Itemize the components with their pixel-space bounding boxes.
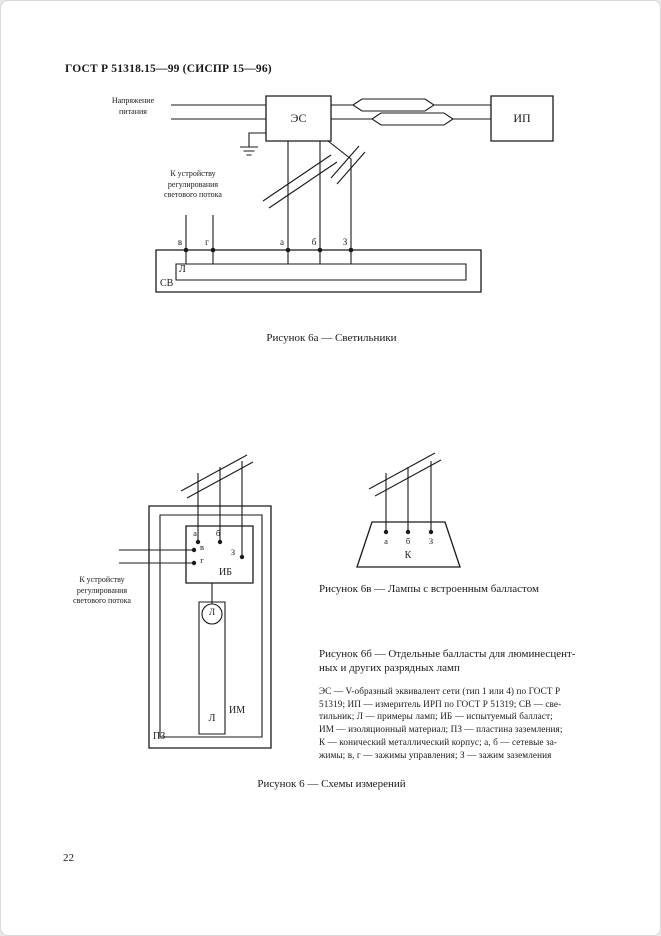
figure-6b-caption-line1: Рисунок 6б — Отдельные балласты для люми… <box>319 648 576 660</box>
ip-box <box>491 96 553 141</box>
conical-body <box>357 522 460 567</box>
fig6a-diagram <box>156 96 553 292</box>
terminal-dots <box>183 247 354 253</box>
figure-legend: ЭС — V-образный эквивалент сети (тип 1 и… <box>319 685 605 761</box>
terminal-label-b: б <box>311 237 317 247</box>
terminal-label-z: З <box>342 237 348 247</box>
terminal-label-g: г <box>205 237 209 247</box>
legend-line: 51319; ИП — измеритель ИРП по ГОСТ Р 513… <box>319 698 562 709</box>
legend-line: жимы; в, г — зажимы управления; З — зажи… <box>319 749 552 760</box>
page-number: 22 <box>63 852 74 864</box>
im-box <box>160 515 262 737</box>
cable-break-marks <box>181 455 253 498</box>
supply-voltage-label-line2: питания <box>119 107 147 116</box>
legend-line: ИМ — изоляционный материал; ПЗ — пластин… <box>319 724 563 735</box>
terminal-dots <box>383 529 434 535</box>
ib-box <box>186 526 253 583</box>
legend-line: ЭС — V-образный эквивалент сети (тип 1 и… <box>319 686 561 696</box>
sv-box <box>156 250 481 292</box>
lamp-holder-label: Л <box>208 607 216 617</box>
k-body-label: К <box>404 550 412 561</box>
regulator-note-6a: К устройству регулирования светового пот… <box>151 169 235 201</box>
regulator-note-line2: регулирования <box>167 179 219 189</box>
cable-symbol <box>353 99 434 111</box>
figure-6-caption: Рисунок 6 — Схемы измерений <box>257 778 406 790</box>
legend-line: К — конический металлический корпус; а, … <box>319 736 558 747</box>
cable-break-marks <box>369 453 441 496</box>
ip-box-label: ИП <box>513 111 531 125</box>
terminal-label-a: а <box>193 528 197 538</box>
lamp-tube <box>199 602 225 734</box>
supply-voltage-label-line1: Напряжение <box>111 96 155 105</box>
wire <box>328 141 351 250</box>
regulator-note-line2: регулирования <box>76 585 128 595</box>
ground-icon <box>240 133 266 155</box>
terminal-dots <box>191 539 245 566</box>
terminal-label-b: б <box>215 528 221 538</box>
terminal-label-a: а <box>280 237 284 247</box>
lamp-label-6a: Л <box>179 264 186 275</box>
ib-box-label: ИБ <box>219 567 232 578</box>
figure-6v-caption: Рисунок 6в — Лампы с встроенным балласто… <box>319 583 539 595</box>
regulator-note-line1: К устройству <box>170 169 216 178</box>
terminal-label-v: в <box>177 237 183 247</box>
regulator-note-line3: светового потока <box>164 190 222 199</box>
legend-line: тильник; Л — примеры ламп; ИБ — испытуем… <box>319 711 553 722</box>
terminal-label-b: б <box>405 536 411 546</box>
fig6b-diagram <box>119 455 271 748</box>
terminal-label-z: З <box>428 536 434 546</box>
sv-box-label: СВ <box>160 278 174 289</box>
terminal-label-z: З <box>230 547 236 557</box>
terminal-label-a: а <box>384 536 388 546</box>
pz-box <box>149 506 271 748</box>
lamp-holder-circle <box>202 604 222 624</box>
lamp-tube-label: Л <box>208 713 216 724</box>
fig6v-diagram <box>357 453 460 567</box>
lamp-rect <box>176 264 466 280</box>
terminal-label-v: в <box>199 542 204 552</box>
terminal-label-g: г <box>200 555 204 565</box>
pz-box-label: ПЗ <box>153 731 166 742</box>
regulator-note-6b: К устройству регулирования светового пот… <box>59 575 145 607</box>
es-box-label: ЭС <box>290 111 307 125</box>
cable-symbol <box>372 113 453 125</box>
regulator-note-line1: К устройству <box>79 575 125 584</box>
figure-6b-caption-line2: ных и других разрядных ламп <box>319 662 460 674</box>
figure-6a-caption: Рисунок 6а — Светильники <box>266 332 397 344</box>
cable-break-marks <box>263 146 365 208</box>
regulator-note-line3: светового потока <box>73 596 131 605</box>
im-box-label: ИМ <box>229 705 246 716</box>
document-header: ГОСТ Р 51318.15—99 (СИСПР 15—96) <box>65 63 272 75</box>
